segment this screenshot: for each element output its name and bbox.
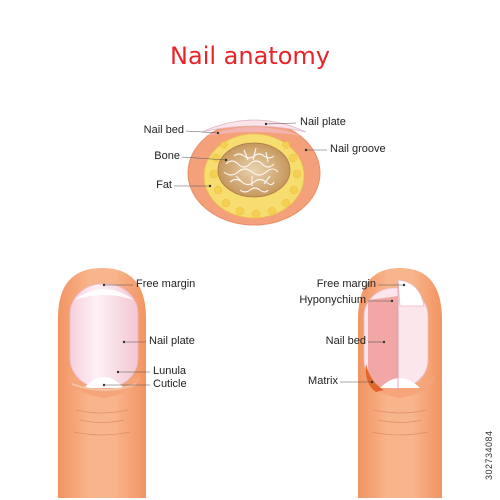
finger-section-lunula	[380, 378, 420, 388]
finger-section-creases	[371, 409, 429, 436]
leader-dots	[102, 122, 406, 387]
nail-bed-shape	[205, 127, 303, 136]
finger-front-nail	[69, 283, 139, 389]
label-front-lunula: Lunula	[153, 365, 187, 377]
finger-section-nail-bed	[368, 296, 398, 386]
fat-globules	[209, 141, 302, 219]
label-section-free-margin: Free margin	[316, 278, 376, 290]
label-front-cuticle: Cuticle	[153, 378, 187, 390]
label-cs-bone: Bone	[154, 150, 180, 162]
finger-section	[358, 268, 442, 498]
stock-id: 302734084	[484, 430, 494, 480]
nail-plate-shape	[201, 119, 307, 133]
bone-trabeculae	[223, 147, 279, 193]
finger-section-matrix	[365, 364, 384, 392]
stock-id-strip: 302734084	[484, 330, 498, 490]
leader-lines	[104, 122, 404, 386]
label-cs-fat: Fat	[156, 179, 172, 191]
cross-section	[187, 119, 321, 226]
label-section-nail-bed: Nail bed	[325, 335, 366, 347]
page-title: Nail anatomy	[170, 42, 330, 70]
finger-front-free-margin	[74, 289, 134, 300]
label-section-hyponychium: Hyponychium	[299, 294, 366, 306]
label-cs-nail-bed: Nail bed	[143, 124, 184, 136]
finger-front-creases	[73, 409, 131, 436]
label-cs-nail-groove: Nail groove	[330, 143, 386, 155]
label-front-free-margin: Free margin	[136, 278, 196, 290]
label-section-matrix: Matrix	[308, 375, 338, 387]
finger-section-free-margin	[397, 279, 425, 307]
finger-front	[58, 268, 146, 498]
finger-front-cuticle	[71, 383, 137, 391]
bone-core	[217, 142, 291, 198]
label-cs-nail-plate: Nail plate	[300, 116, 346, 128]
label-front-nail-plate: Nail plate	[149, 335, 195, 347]
